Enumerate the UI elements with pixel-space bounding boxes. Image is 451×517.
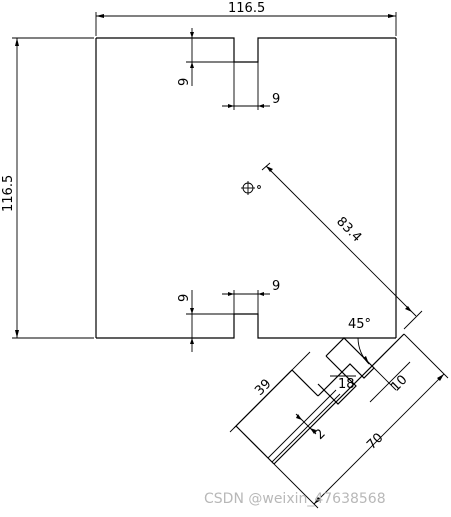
bottom-notch-width-label: 9 xyxy=(272,279,280,294)
slot-width-dimension: 18 xyxy=(330,375,356,392)
square-plate-outline xyxy=(95,37,397,339)
slot-width-label: 18 xyxy=(338,377,355,392)
slot-depth-dimension: 10 xyxy=(369,361,411,403)
piece-length-label: 39 xyxy=(252,377,274,399)
diagonal-dimension: 83.4 xyxy=(261,162,423,330)
top-notch-width-label: 9 xyxy=(272,92,280,107)
left-height-label: 116.5 xyxy=(1,175,16,212)
left-height-dimension: 116.5 xyxy=(1,37,94,339)
angle-label: 45° xyxy=(348,317,371,332)
angle-dimension: 45° xyxy=(340,317,396,365)
top-notch-depth-label: 9 xyxy=(177,78,192,86)
piece-length-dimension: 39 xyxy=(229,351,311,433)
piece-total-label: 70 xyxy=(364,431,386,453)
slot-depth-label: 10 xyxy=(388,373,410,395)
watermark-text: CSDN @weixin_47638568 xyxy=(204,491,386,507)
top-width-label: 116.5 xyxy=(228,1,265,16)
piece-total-dimension: 70 xyxy=(273,333,449,509)
top-notch-dimensions: 9 9 xyxy=(177,28,280,110)
top-width-dimension: 116.5 xyxy=(95,1,397,36)
diagonal-length-label: 83.4 xyxy=(333,214,364,245)
bottom-notch-dimensions: 9 9 xyxy=(177,279,280,352)
center-mark-icon xyxy=(241,181,261,195)
bottom-notch-depth-label: 9 xyxy=(177,294,192,302)
strip-width-label: 2 xyxy=(312,426,328,442)
